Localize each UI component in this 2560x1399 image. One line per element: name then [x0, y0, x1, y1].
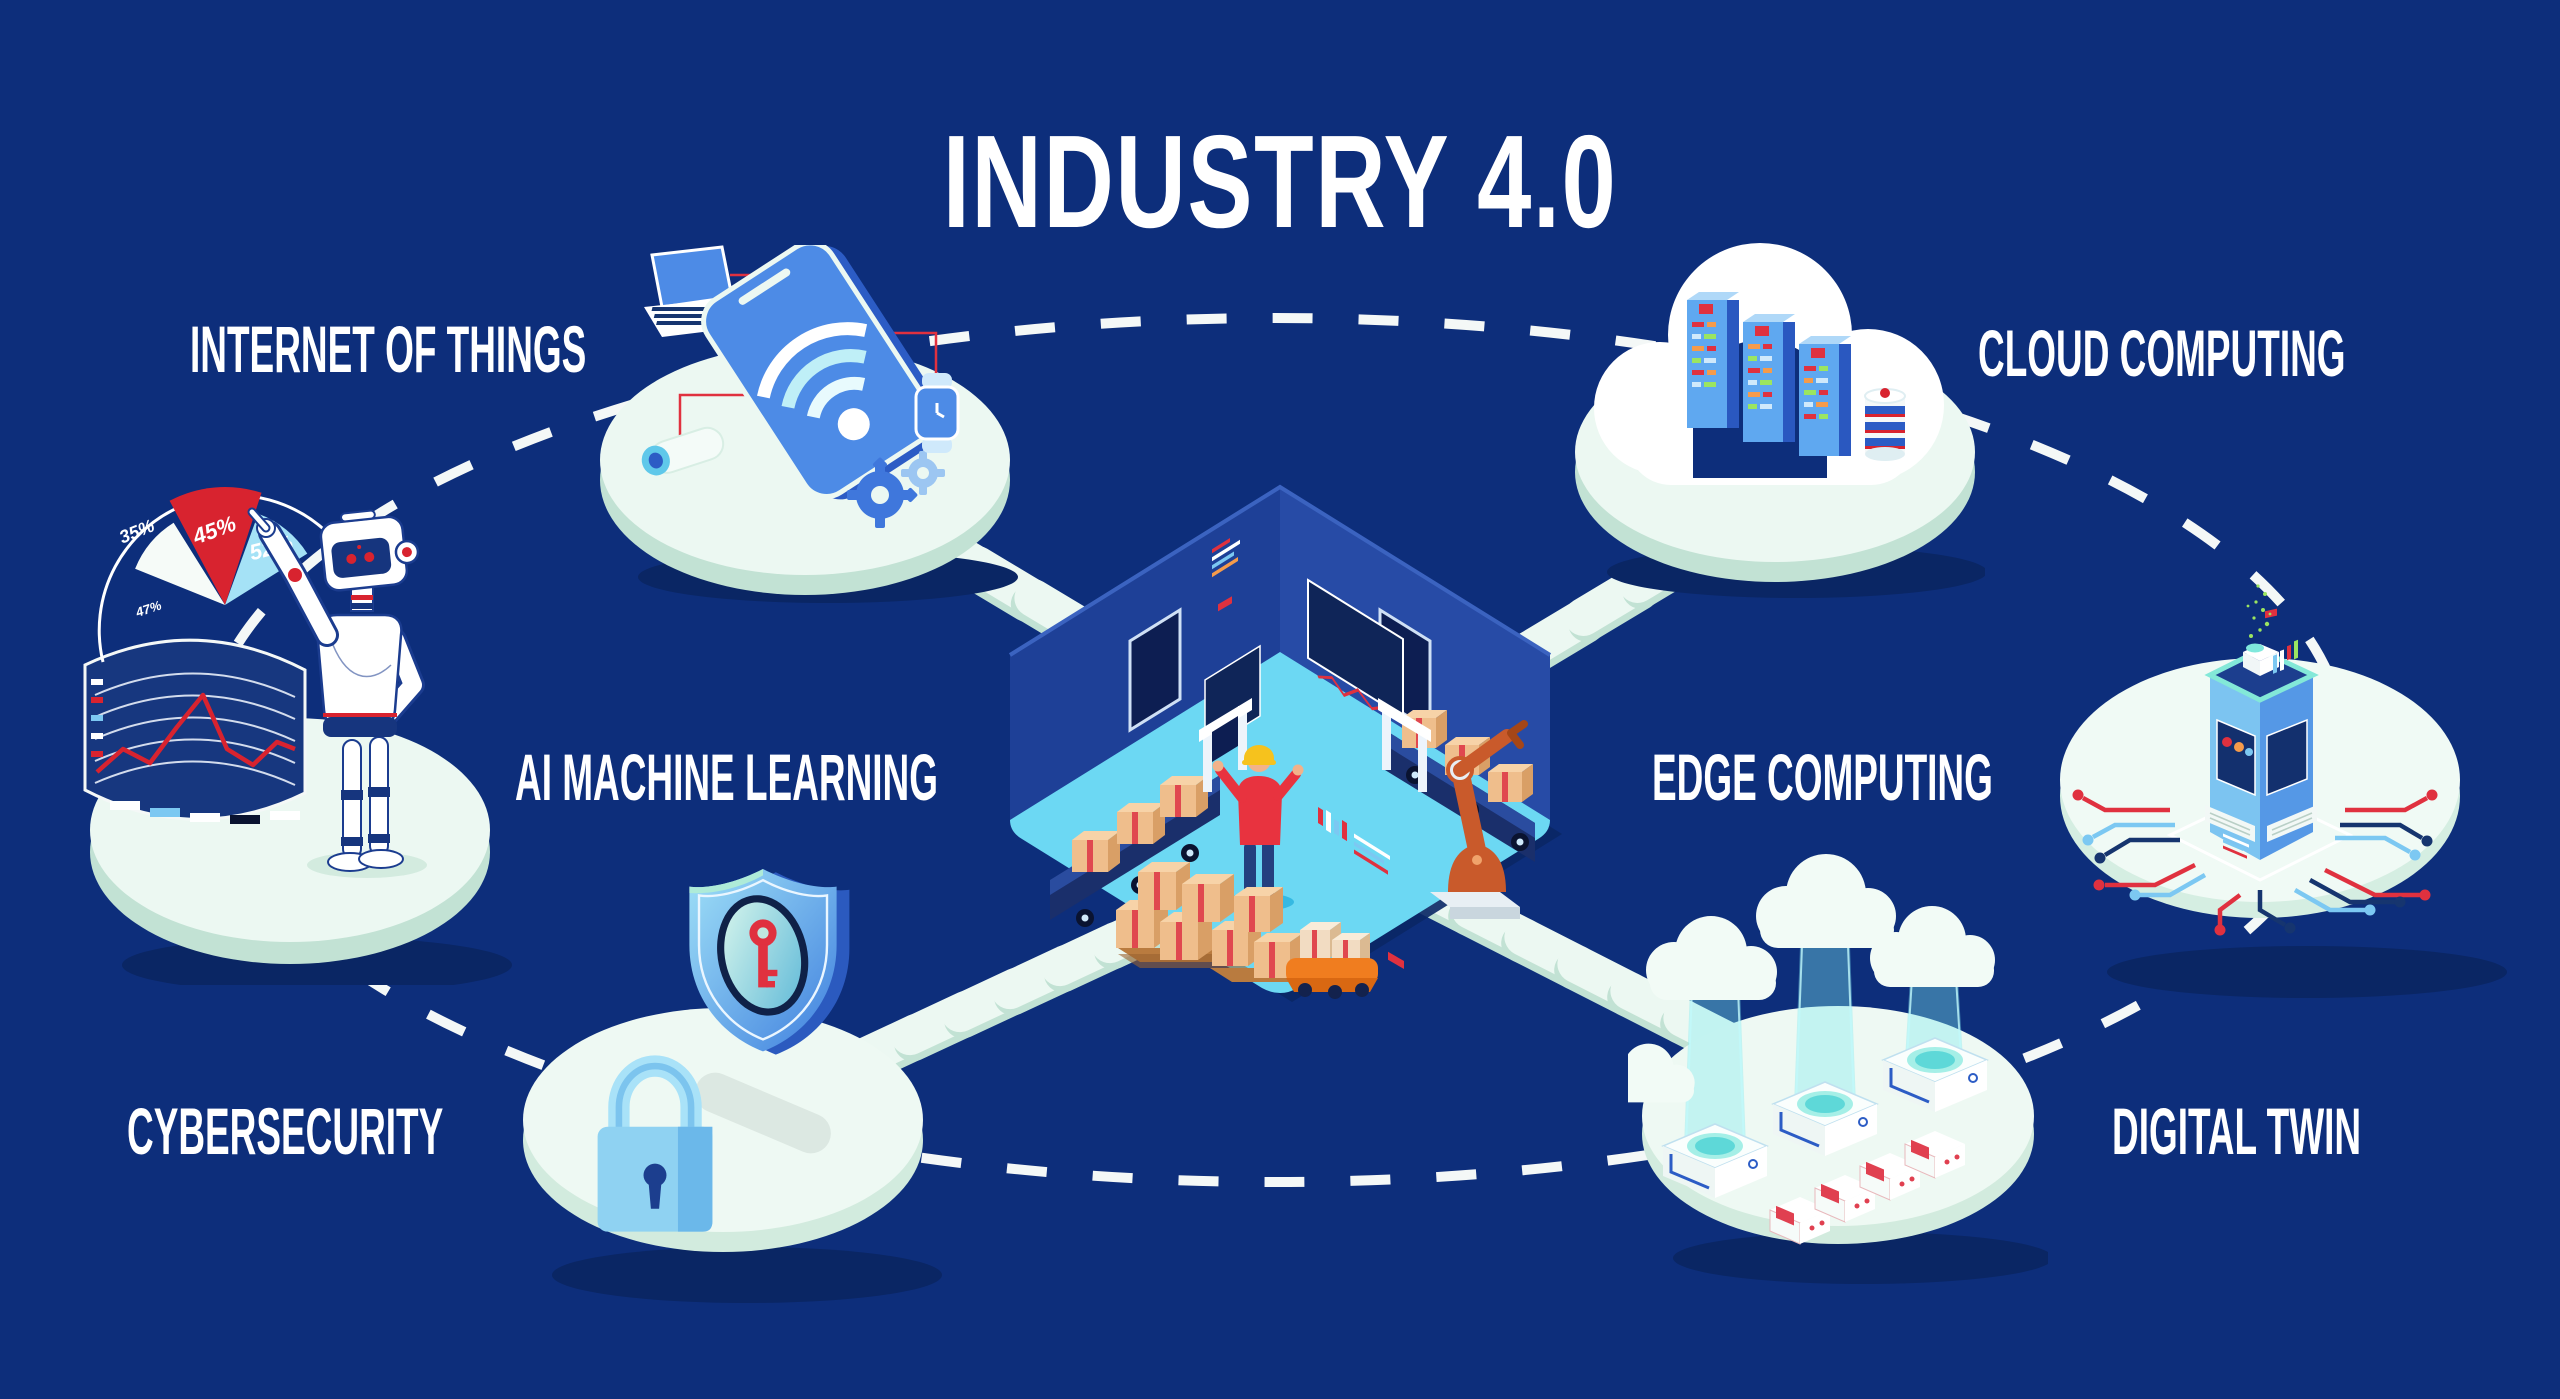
agv-cart: [1286, 922, 1378, 999]
edge-illustration: [2045, 580, 2520, 1000]
label-cloud-computing: CLOUD COMPUTING: [1978, 316, 2346, 390]
circuit-icon: [2072, 789, 2438, 936]
iot-illustration: [580, 245, 1030, 605]
shield-icon: [689, 869, 850, 1055]
twin-device-boxes: [1661, 1037, 1989, 1198]
gear-icon: [847, 451, 945, 528]
cyber-capsule: [695, 1072, 831, 1154]
edge-shadow: [2107, 946, 2507, 998]
cyber-platter: [523, 1008, 923, 1232]
smartwatch-icon: [914, 373, 960, 453]
key-icon: [749, 919, 778, 988]
factory-illustration: [990, 430, 1570, 1030]
camera-icon: [641, 426, 725, 476]
page-title: INDUSTRY 4.0: [942, 108, 1618, 256]
edge-keyboard-left: [2205, 805, 2255, 842]
padlock-icon: [597, 1055, 713, 1232]
label-internet-of-things: INTERNET OF THINGS: [190, 312, 587, 386]
twin-illustration: [1628, 828, 2048, 1288]
factory-wall-dashboard: [1307, 578, 1404, 875]
cyber-illustration: [505, 835, 985, 1315]
hard-hat: [1244, 745, 1274, 763]
wifi-icon: [757, 322, 870, 441]
pie-label-47: 47%: [133, 597, 164, 620]
database-icon: [1864, 388, 1906, 461]
dashboard-legend: [91, 679, 300, 824]
scanner-gantry-left: [1199, 596, 1252, 792]
twin-shadow: [1673, 1232, 2048, 1284]
conveyor-left-boxes: [1072, 776, 1208, 872]
edge-screen-left-charts: [2222, 737, 2253, 859]
edge-tower: [2204, 584, 2319, 860]
edge-screen-right-charts: [2273, 639, 2298, 674]
twin-clouds: [1628, 854, 1995, 1103]
shield-badge: [717, 895, 809, 1016]
label-cybersecurity: CYBERSECURITY: [127, 1094, 444, 1168]
cyber-shadow: [552, 1247, 942, 1303]
label-digital-twin: DIGITAL TWIN: [2112, 1094, 2362, 1168]
line-chart: [95, 692, 296, 774]
label-ai-machine-learning: AI MACHINE LEARNING: [515, 740, 938, 814]
label-edge-computing: EDGE COMPUTING: [1652, 740, 1993, 814]
cloud-illustration: [1565, 200, 1985, 600]
edge-screen-right: [2266, 718, 2308, 797]
twin-small-cubes: [1769, 1131, 1965, 1245]
robot-icon: [247, 507, 427, 878]
conveyor-left: [1050, 596, 1252, 927]
factory-door-left: [1128, 607, 1182, 733]
robotic-arm-icon: [1430, 720, 1528, 919]
smartphone-icon: [701, 245, 947, 500]
ai-illustration: 45% 35% 52% 47%: [55, 285, 555, 985]
server-rack-icon: [1687, 292, 1851, 456]
dashboard-icon: [83, 638, 307, 824]
scanner-gantry-right: [1378, 698, 1431, 970]
particle-stream: [2246, 584, 2272, 638]
edge-keyboard-right: [2267, 805, 2317, 842]
